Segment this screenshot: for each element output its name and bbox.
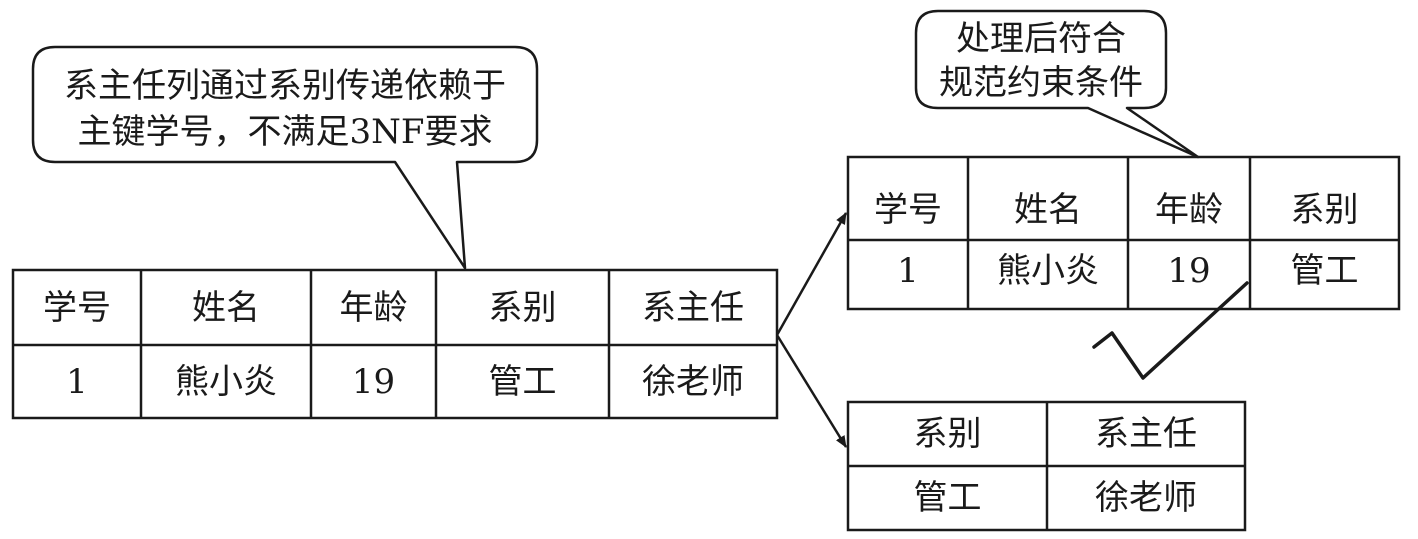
student-header-name: 姓名 — [1014, 190, 1082, 230]
problem-callout-bubble — [31, 45, 539, 270]
original-cell-department: 管工 — [488, 361, 557, 402]
original-cell-name: 熊小炎 — [175, 361, 277, 402]
original-cell-student-id: 1 — [66, 361, 88, 402]
problem-callout-line-1: 系主任列通过系别传递依赖于 — [64, 66, 506, 106]
student-cell-department: 管工 — [1290, 251, 1359, 291]
original-table-grid — [11, 268, 779, 420]
split-arrow-lower — [775, 334, 848, 448]
department-table-grid — [846, 400, 1247, 532]
original-cell-age: 19 — [351, 361, 396, 402]
department-cell-department: 管工 — [913, 478, 982, 518]
result-callout-line-2: 规范约束条件 — [939, 63, 1143, 103]
original-header-name: 姓名 — [192, 287, 260, 328]
department-cell-department-head: 徐老师 — [1095, 478, 1197, 518]
student-table-grid — [846, 155, 1401, 311]
student-header-student-id: 学号 — [874, 190, 942, 230]
original-header-student-id: 学号 — [43, 287, 111, 328]
student-header-department: 系别 — [1290, 190, 1359, 230]
split-arrow-upper — [775, 212, 848, 336]
original-cell-department-head: 徐老师 — [642, 361, 744, 402]
original-header-department-head: 系主任 — [642, 287, 744, 328]
result-callout-bubble — [914, 9, 1200, 159]
department-header-department: 系别 — [913, 414, 982, 454]
department-header-department-head: 系主任 — [1095, 414, 1197, 454]
problem-callout-line-2: 主键学号，不满足3NF要求 — [77, 112, 493, 152]
original-header-age: 年龄 — [339, 287, 408, 328]
result-callout-line-1: 处理后符合 — [956, 19, 1126, 59]
original-header-department: 系别 — [488, 287, 557, 328]
student-header-age: 年龄 — [1155, 190, 1223, 230]
checkmark-icon — [1092, 281, 1249, 380]
student-cell-student-id: 1 — [897, 251, 919, 291]
student-cell-name: 熊小炎 — [997, 251, 1099, 291]
student-cell-age: 19 — [1167, 251, 1211, 291]
